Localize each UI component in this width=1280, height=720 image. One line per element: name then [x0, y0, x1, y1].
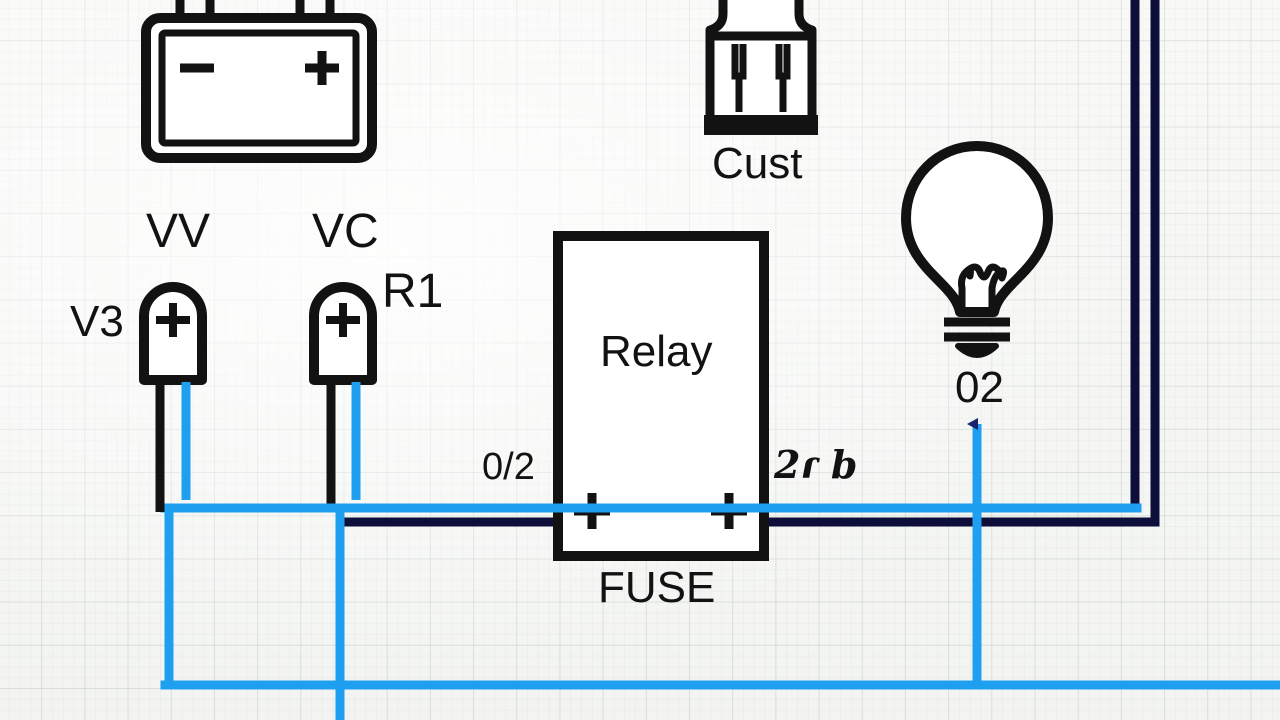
bulb-base-tip [955, 343, 999, 358]
bulb-filament [958, 263, 1008, 316]
battery-symbol[interactable] [141, 0, 377, 163]
cust-base [704, 115, 818, 135]
label-r1: R1 [382, 265, 444, 318]
battery-inner-case [158, 29, 360, 147]
indicator-right-plus-sign [326, 303, 360, 337]
wire-layer-top [164, 503, 1142, 720]
bulb-glass [901, 141, 1053, 317]
label-vc: VC [312, 205, 379, 258]
label-wire-left: 0/2 [482, 446, 535, 488]
cust-prong-left [731, 44, 747, 112]
label-bulb-id: 02 [955, 363, 1004, 412]
cust-body [705, 31, 817, 127]
lamp-symbol[interactable] [901, 141, 1053, 358]
indicator-right[interactable] [309, 282, 377, 512]
indicator-left-plus-sign [156, 303, 190, 337]
label-vv: VV [146, 205, 211, 258]
label-cust: Cust [712, 139, 803, 188]
cust-prong-right [775, 44, 791, 112]
label-fuse: FUSE [598, 563, 716, 612]
cust-component[interactable] [704, 0, 818, 135]
label-wire-right: 2ɾ b [774, 442, 858, 487]
indicator-left[interactable] [139, 282, 207, 512]
label-v3: V3 [70, 297, 124, 346]
relay-box[interactable] [553, 231, 769, 561]
battery-plus-sign [305, 51, 339, 85]
label-relay: Relay [600, 327, 713, 376]
